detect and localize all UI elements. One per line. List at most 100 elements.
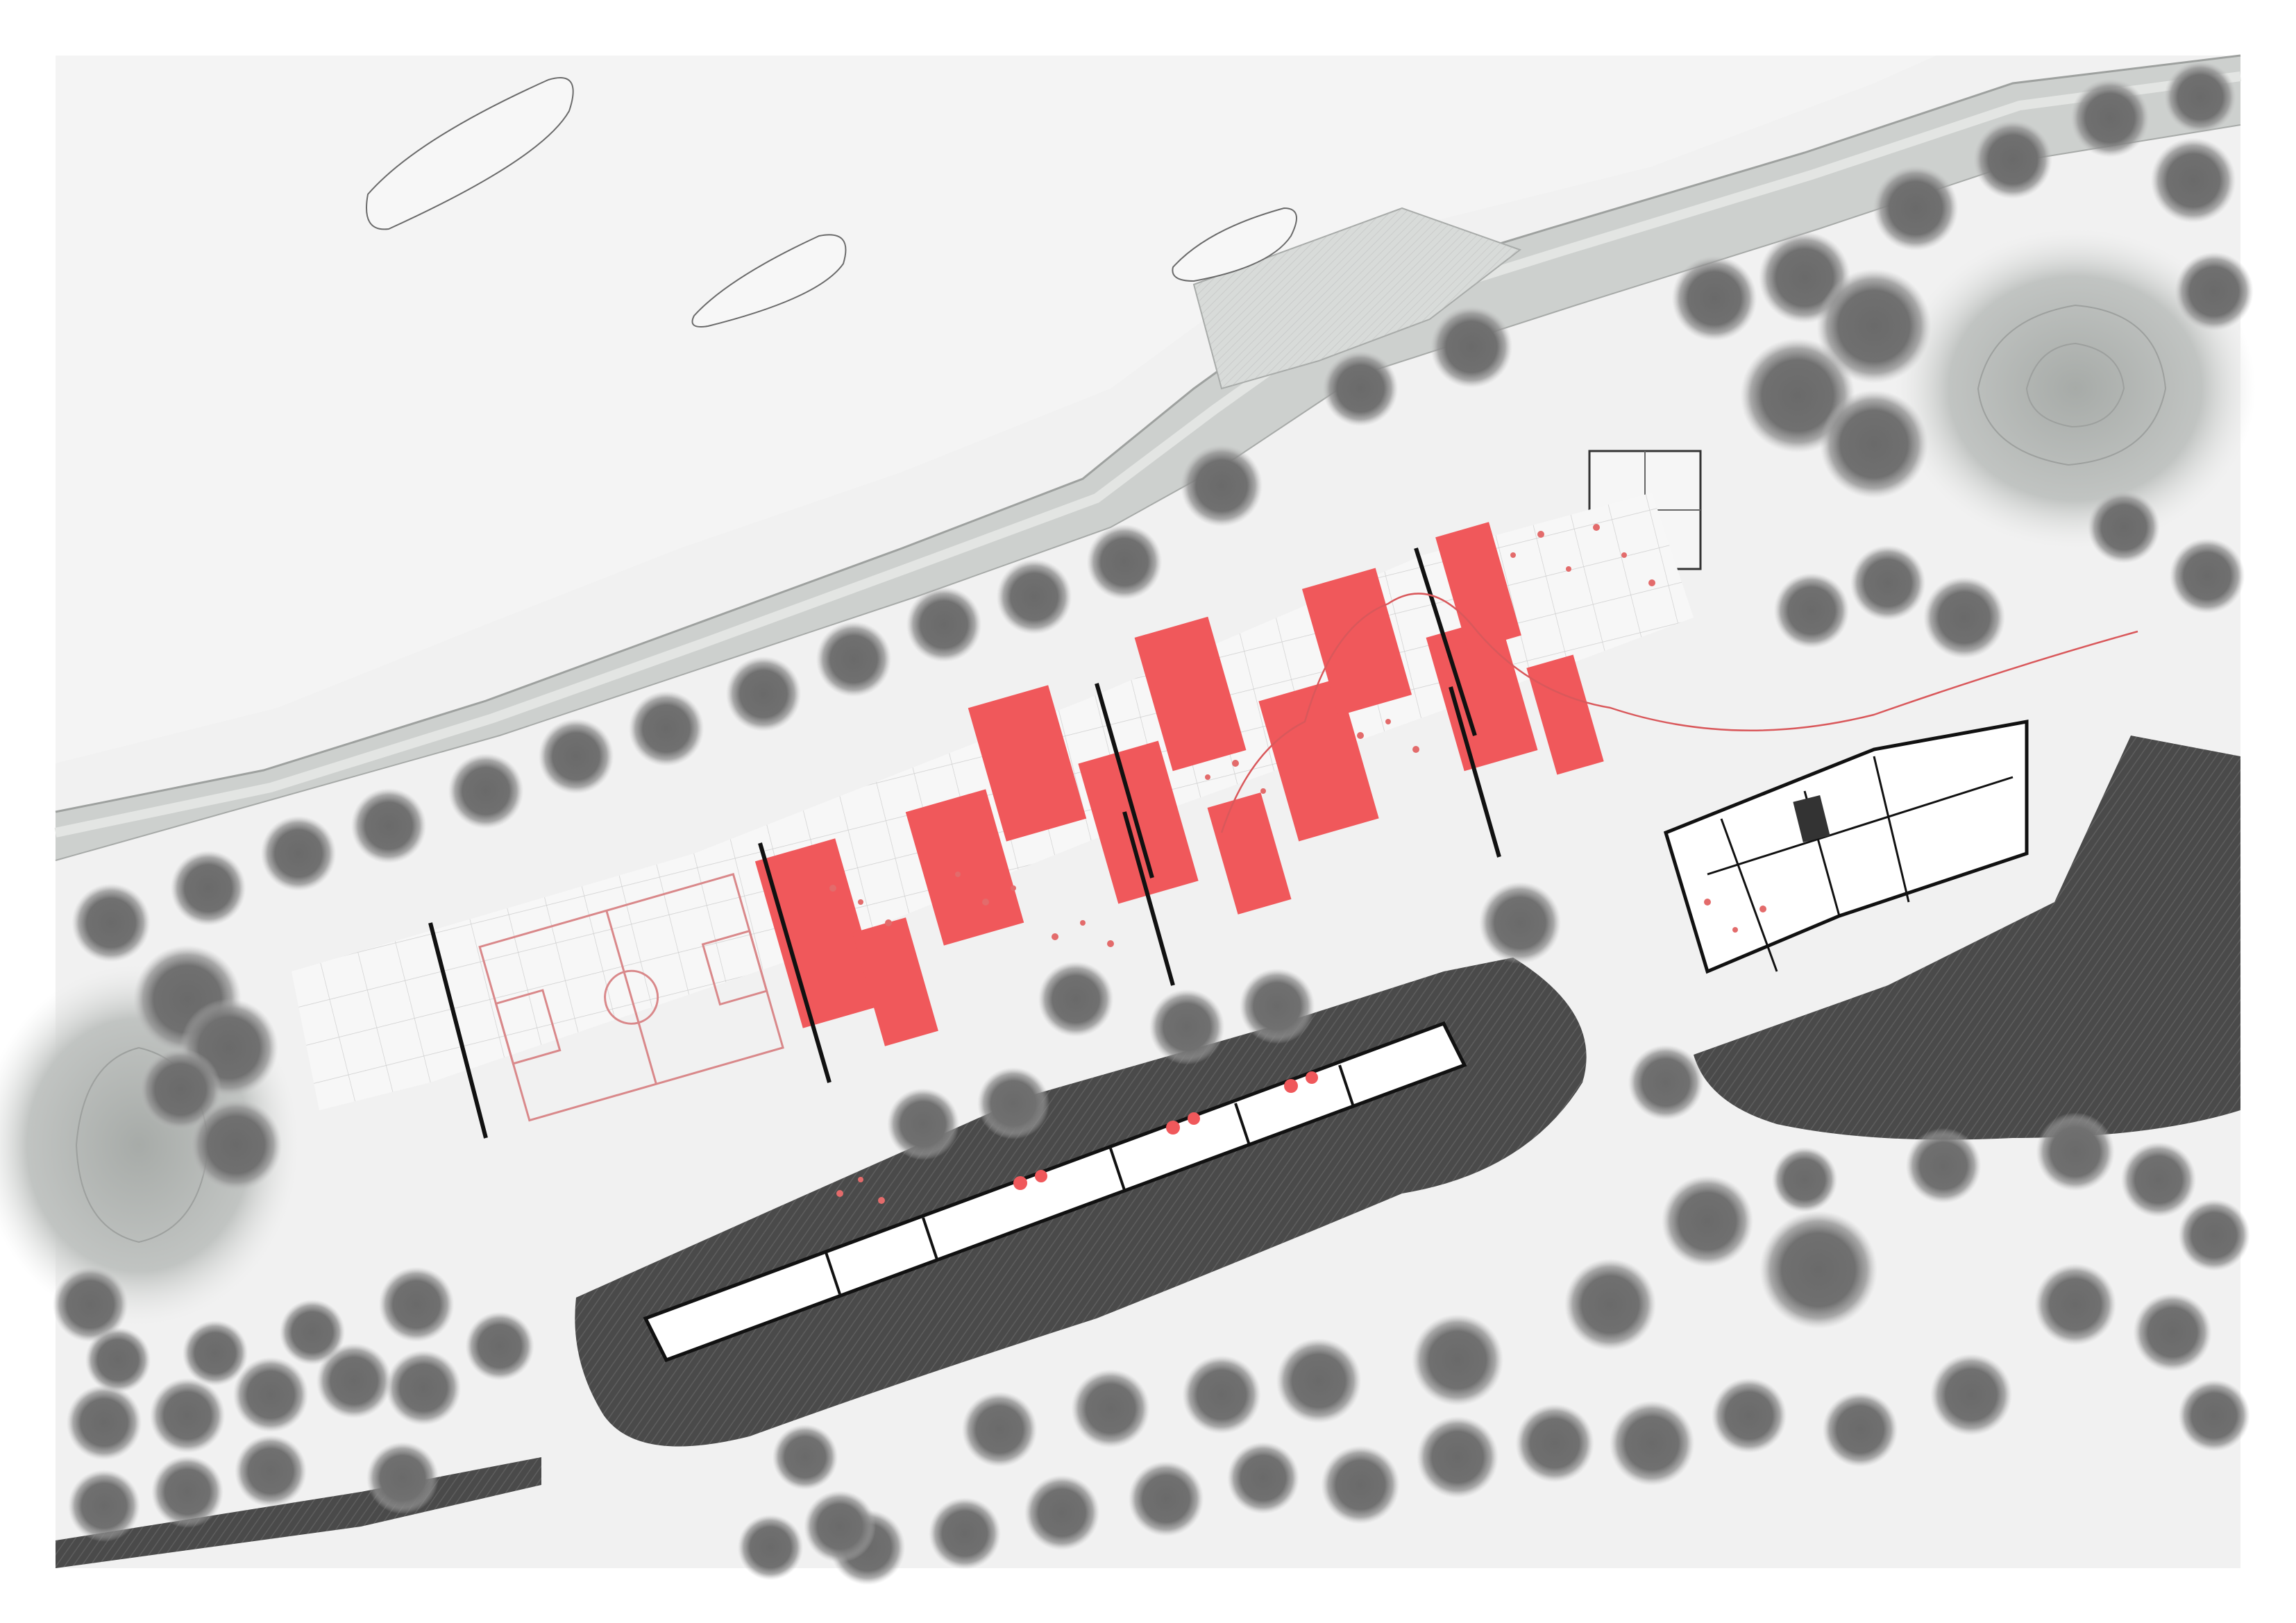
tree (538, 718, 614, 794)
tree (1564, 1258, 1657, 1351)
tree (2178, 1199, 2250, 1271)
tree (772, 1424, 838, 1490)
tree (1759, 1211, 1877, 1329)
tree (2169, 538, 2245, 614)
tree (961, 1391, 1038, 1468)
tree (465, 1311, 534, 1381)
tree (887, 1088, 959, 1160)
tree (1820, 390, 1928, 498)
tree (279, 1299, 346, 1366)
linear-building (643, 1021, 1467, 1363)
red-panel (1258, 678, 1379, 842)
red-path-line (1220, 593, 2138, 833)
red-panel (905, 789, 1024, 946)
tree (977, 1067, 1049, 1139)
tree (1086, 524, 1163, 600)
red-panel (1134, 616, 1247, 772)
tree (149, 1377, 226, 1454)
tree (66, 1384, 142, 1461)
tree (1128, 1461, 1204, 1537)
tree (628, 690, 704, 767)
tree (1024, 1475, 1100, 1551)
red-panel (1207, 792, 1292, 915)
tree (260, 815, 337, 892)
tree (804, 1490, 876, 1563)
boat-ramp-stripes (1194, 208, 1520, 389)
tree (1771, 1146, 1838, 1213)
tree (1661, 1175, 1754, 1268)
tree (2150, 137, 2236, 223)
tree (366, 1442, 439, 1514)
tree (71, 883, 151, 962)
tree (85, 1327, 151, 1393)
tree (929, 1497, 1001, 1570)
tree (1671, 255, 1757, 341)
red-dot-scatter (829, 524, 1766, 1204)
tree (2034, 1264, 2116, 1345)
tree (1850, 545, 1926, 621)
tree (1873, 165, 1959, 251)
embankment-upper-edge (55, 54, 2241, 813)
tree (1411, 1314, 1504, 1407)
tree (1417, 1416, 1499, 1498)
boat (1172, 207, 1297, 282)
tree (182, 1320, 248, 1386)
red-panel (1435, 522, 1521, 651)
tree (1609, 1400, 1695, 1486)
boat (691, 234, 847, 328)
tree (2175, 252, 2254, 331)
tree (1071, 1369, 1150, 1448)
tree (1322, 350, 1399, 427)
tree (1276, 1338, 1362, 1424)
tree (1930, 1354, 2012, 1436)
tree (233, 1357, 309, 1433)
tree (1923, 577, 2005, 658)
tree (2164, 61, 2236, 133)
tree (1321, 1445, 1400, 1524)
office-building (1663, 720, 2029, 974)
tree (2178, 1379, 2250, 1452)
tree (2120, 1141, 2197, 1218)
tree (385, 1350, 462, 1426)
tree (2036, 1112, 2115, 1191)
tree (1038, 961, 1114, 1037)
red-panel (1526, 654, 1604, 775)
tree (52, 1266, 128, 1343)
tree (2133, 1293, 2212, 1372)
basketball-court (478, 873, 784, 1122)
tree (170, 850, 246, 926)
tree (1628, 1044, 1704, 1121)
water-body (56, 56, 1936, 763)
tree (1822, 1391, 1898, 1468)
tree (737, 1514, 804, 1581)
tree (1711, 1377, 1787, 1454)
tree (1227, 1442, 1299, 1514)
planted-slope-east (1694, 736, 2240, 1140)
tree (378, 1266, 455, 1343)
embankment-inner-band (54, 71, 2241, 838)
tree (189, 1098, 282, 1191)
tree (1181, 445, 1263, 527)
trees (52, 61, 2254, 1586)
tree (316, 1343, 392, 1419)
tree (1479, 882, 1561, 964)
boat (366, 77, 574, 230)
tree (68, 1470, 140, 1542)
tree (1973, 120, 2052, 199)
tree (448, 753, 524, 829)
tree (1515, 1404, 1594, 1483)
tree (1182, 1355, 1261, 1434)
red-panel (852, 917, 938, 1046)
landscape-mound (1895, 229, 2256, 548)
embankment-lower-edge (55, 124, 2241, 861)
tree (140, 1048, 221, 1130)
mound-contour (1977, 304, 2167, 466)
tree (996, 559, 1072, 635)
tree (816, 621, 892, 697)
tree (1773, 572, 1850, 649)
tree (235, 1435, 307, 1507)
tree (906, 586, 982, 663)
red-panel (754, 838, 884, 1028)
red-panel (1426, 616, 1538, 772)
